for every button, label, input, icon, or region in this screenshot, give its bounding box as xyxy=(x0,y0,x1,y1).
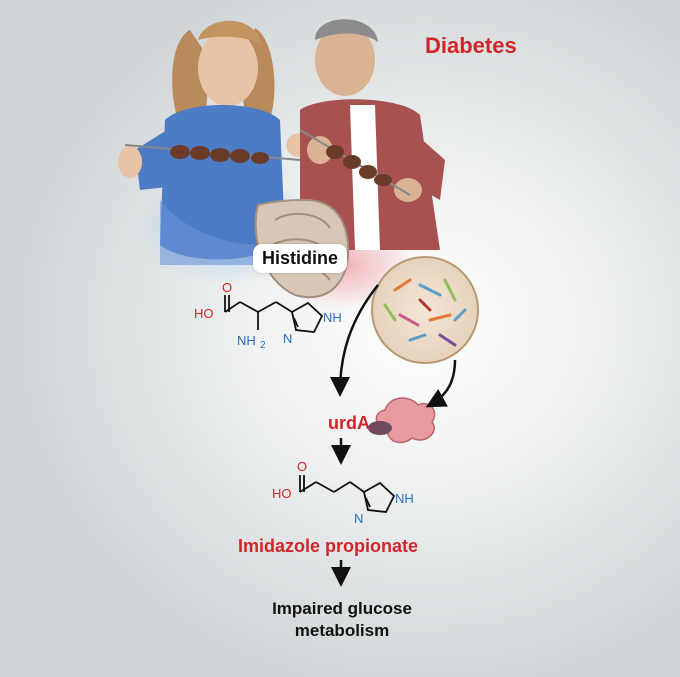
imidazole-o: O xyxy=(297,459,307,474)
imidazole-n: N xyxy=(354,511,363,526)
urda-enzyme-illustration xyxy=(368,397,436,444)
histidine-n: N xyxy=(283,331,292,346)
outcome-label: Impaired glucose metabolism xyxy=(230,598,454,642)
histidine-label: Histidine xyxy=(253,244,348,273)
arrow-histidine-to-urda xyxy=(330,284,379,397)
microbiota-circle xyxy=(371,256,479,364)
imidazole-propionate-structure xyxy=(299,475,396,513)
imidazole-ho: HO xyxy=(272,486,292,501)
histidine-ho: HO xyxy=(194,306,214,321)
outcome-line-1: Impaired glucose xyxy=(272,599,412,618)
histidine-o: O xyxy=(222,280,232,295)
histidine-structure xyxy=(224,295,324,333)
arrow-microbiota-to-enzyme xyxy=(425,359,457,408)
histidine-nh2: NH xyxy=(237,333,256,348)
woman-figure xyxy=(118,20,314,265)
urda-label: urdA xyxy=(328,413,370,433)
diabetes-title: Diabetes xyxy=(425,33,517,58)
imidazole-propionate-label: Imidazole propionate xyxy=(238,536,419,556)
histidine-nh: NH xyxy=(323,310,342,325)
outcome-line-2: metabolism xyxy=(294,621,390,640)
histidine-nh2-subscript: 2 xyxy=(260,340,266,351)
imidazole-nh: NH xyxy=(395,491,414,506)
skewers xyxy=(124,129,411,196)
